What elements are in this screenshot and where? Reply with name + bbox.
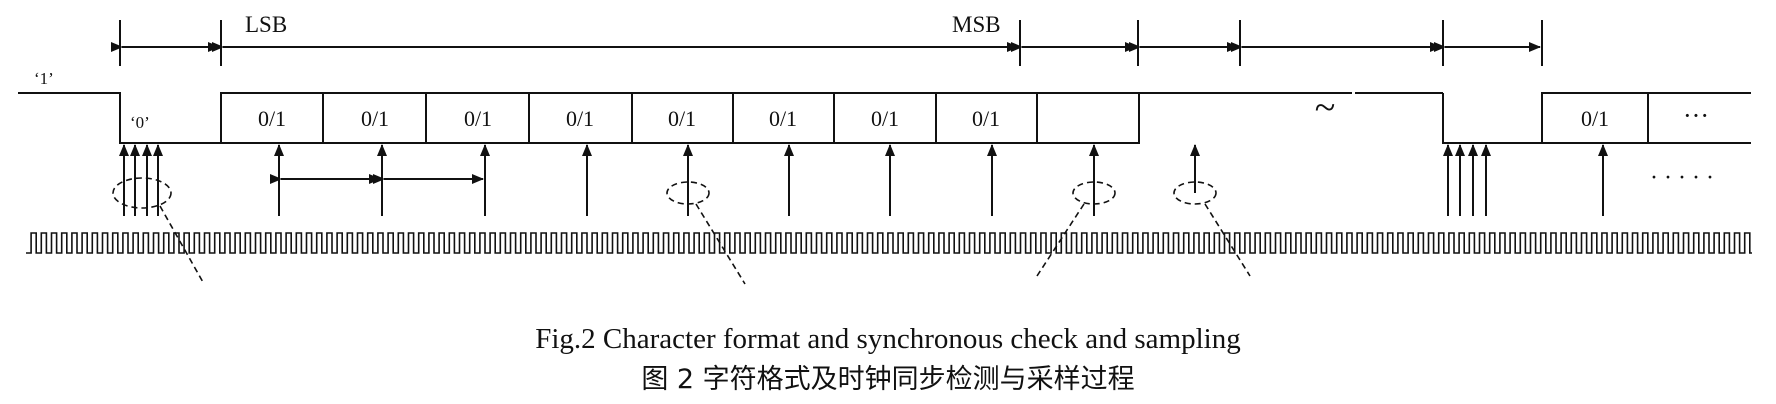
mid-sample-ellipse xyxy=(666,181,710,205)
stop-sample-ellipse xyxy=(1173,181,1217,205)
trailing-sample-dots: · · · · · xyxy=(1650,165,1714,191)
sampling-arrows xyxy=(119,144,1608,216)
data-bit-0: 0/1 xyxy=(258,106,286,131)
next-frame-bit: 0/1 xyxy=(1581,106,1609,131)
msb-label: MSB xyxy=(952,12,1001,37)
data-bit-6: 0/1 xyxy=(871,106,899,131)
clock-waveform xyxy=(26,232,1752,254)
data-bit-5: 0/1 xyxy=(769,106,797,131)
signal-waveform xyxy=(18,92,1751,144)
lsb-label: LSB xyxy=(245,12,287,37)
break-tilde: ~ xyxy=(1315,87,1336,129)
idle-high-label: ‘1’ xyxy=(34,69,54,88)
bit-frame-row xyxy=(220,92,1140,144)
data-bit-1: 0/1 xyxy=(361,106,389,131)
caption-english: Fig.2 Character format and synchronous c… xyxy=(535,323,1240,355)
data-bit-4: 0/1 xyxy=(668,106,696,131)
start-low-label: ‘0’ xyxy=(130,113,150,132)
data-bit-2: 0/1 xyxy=(464,106,492,131)
data-bit-3: 0/1 xyxy=(566,106,594,131)
timing-span-brackets xyxy=(111,20,1543,66)
continuation-dots: ··· xyxy=(1683,101,1709,130)
start-sample-ellipse xyxy=(112,177,172,209)
parity-sample-ellipse xyxy=(1072,181,1116,205)
data-bit-7: 0/1 xyxy=(972,106,1000,131)
sample-group-highlights xyxy=(112,177,1251,285)
data-bit-labels: 0/1 0/1 0/1 0/1 0/1 0/1 0/1 0/1 0/1 xyxy=(258,106,1609,131)
caption-chinese: 图 2 字符格式及时钟同步检测与采样过程 xyxy=(641,364,1134,395)
